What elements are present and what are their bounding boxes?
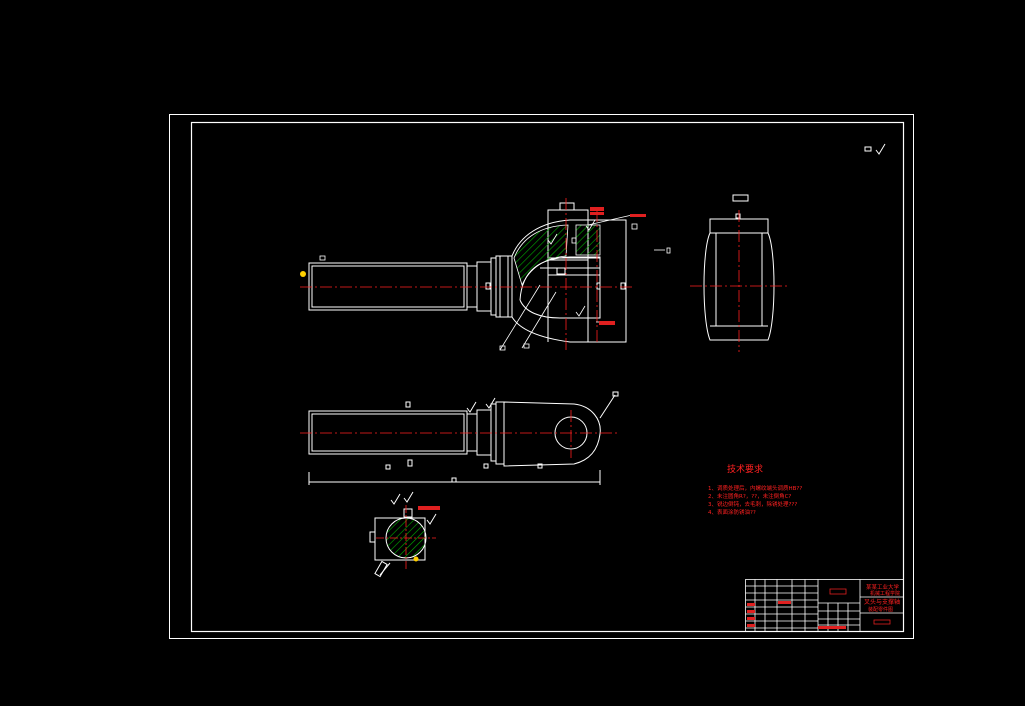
tech-req-line-4: 4、表面涂防锈油?? (708, 508, 756, 516)
side-view-centerlines (690, 210, 790, 352)
datum-marker-left (300, 271, 306, 277)
section-red-tag (418, 506, 440, 510)
inner-frame (190, 121, 905, 633)
title-block-school-sub: 机械工程学院 (870, 590, 900, 597)
title-block-part-name: 叉头与支撑轴 (864, 598, 900, 606)
shaft-body (308, 262, 468, 311)
fork-arm-top (503, 401, 601, 467)
tech-req-line-3: 3、锐边倒钝，去毛刺，除锈处理??? (708, 500, 797, 508)
title-block-part-sub: 装配零件图 (868, 606, 893, 613)
red-tag-labels (590, 207, 646, 325)
hatch-section-left (513, 224, 569, 287)
outer-frame (169, 114, 914, 639)
tech-req-line-2: 2、未注圆角R?，??，未注倒角C? (708, 492, 791, 500)
hatch-section-right (575, 224, 601, 256)
front-view (308, 202, 627, 343)
title-block-school: 某某工业大学 (866, 583, 900, 591)
roughness-symbol-general (864, 143, 886, 155)
tech-req-line-1: 1、调质处理后，内螺纹端头调质HB?? (708, 484, 802, 492)
side-view (703, 194, 775, 341)
title-block (745, 579, 904, 632)
title-block-red-fields (747, 588, 891, 629)
tech-req-title: 技术要求 (727, 463, 763, 475)
front-view-labels (319, 219, 671, 351)
top-view (308, 391, 619, 485)
datum-marker-section (413, 556, 419, 562)
top-view-centerlines (300, 410, 620, 458)
section-centerlines (376, 505, 436, 570)
front-view-centerlines (300, 198, 632, 352)
technical-requirements: 技术要求 1、调质处理后，内螺纹端头调质HB?? 2、未注圆角R?，??，未注倒… (708, 463, 802, 516)
front-view-leaders (499, 214, 665, 351)
fork-head-outline (511, 219, 627, 343)
